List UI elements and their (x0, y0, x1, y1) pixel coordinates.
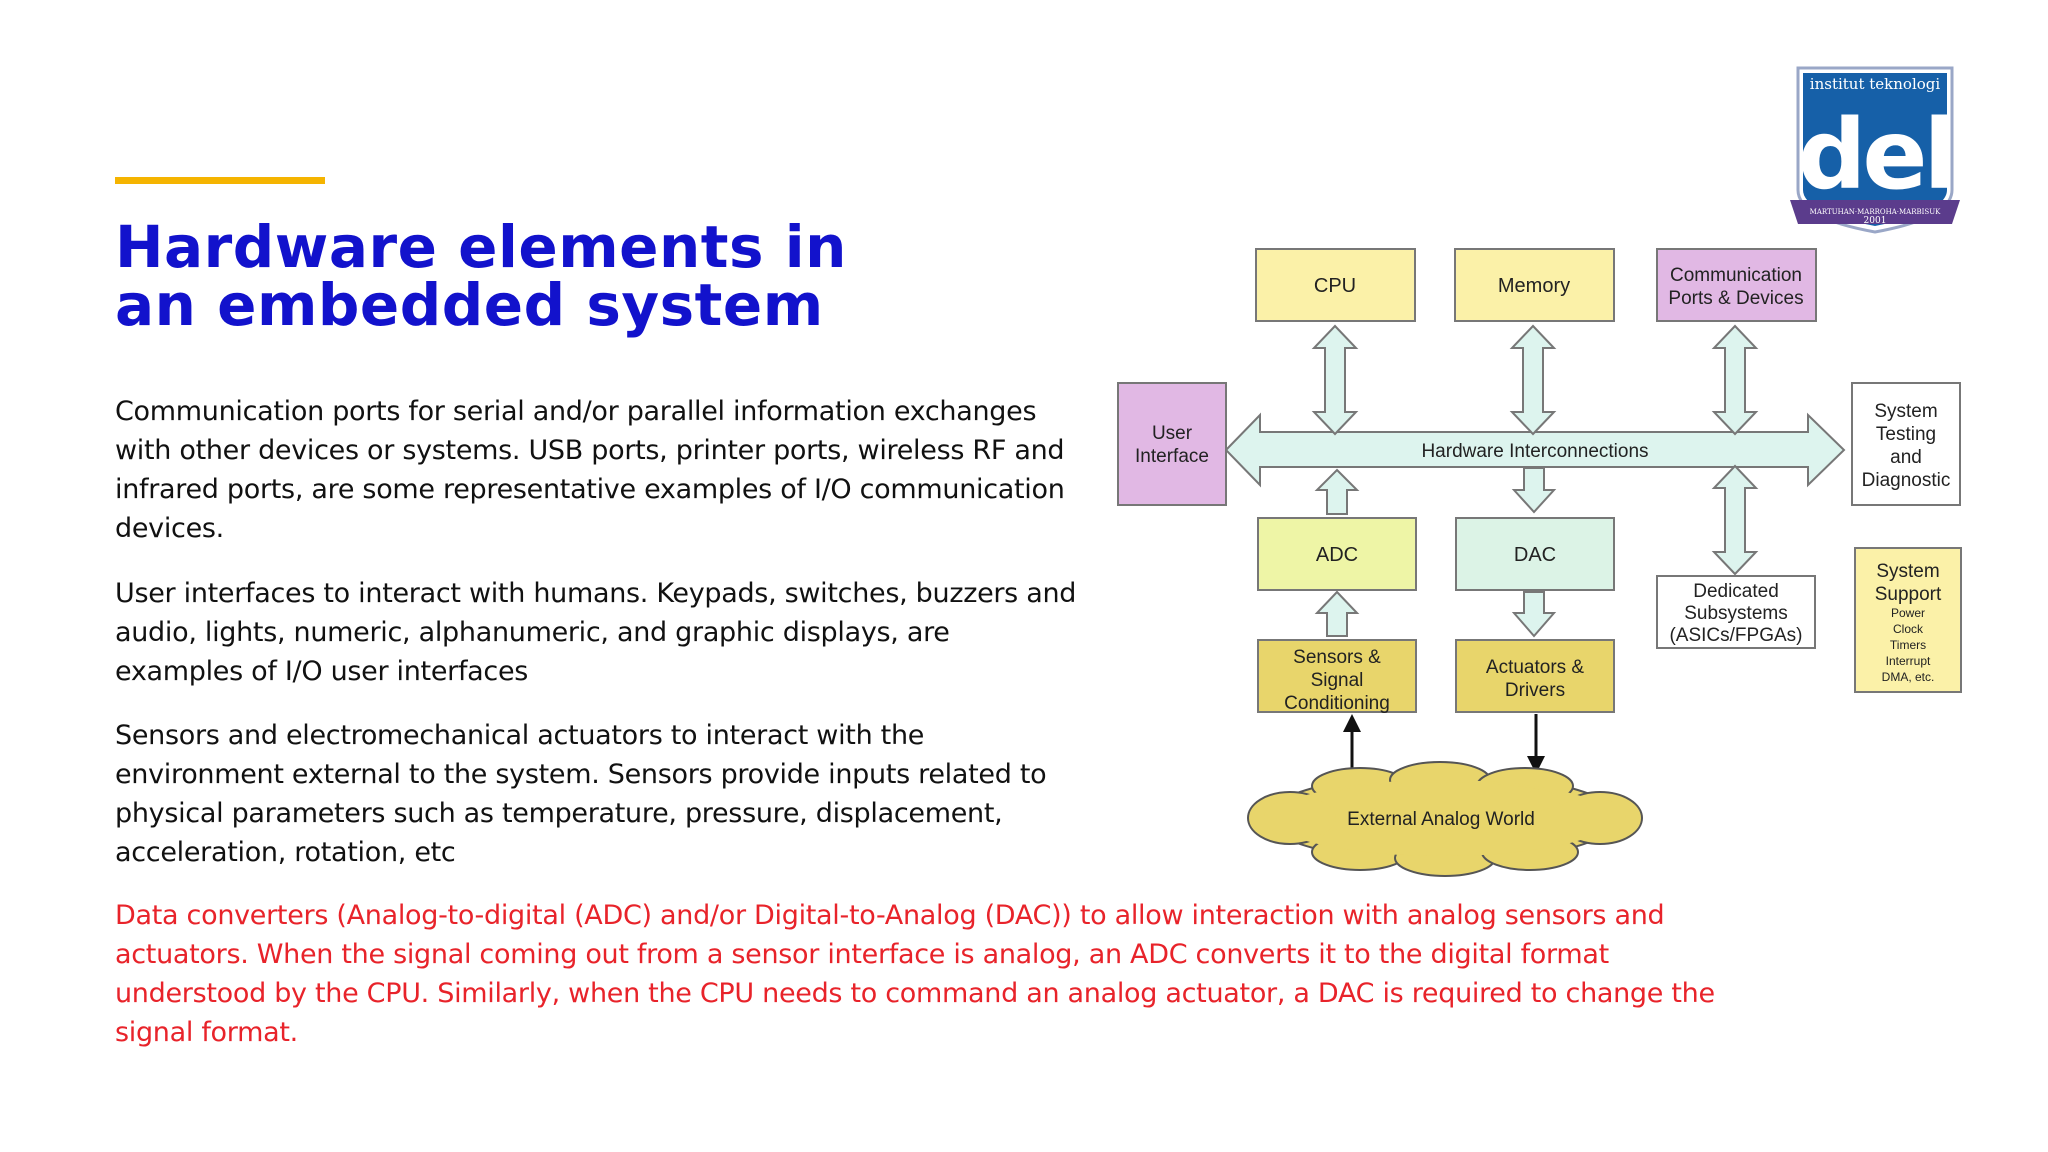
dac-to-actuators-arrow (1511, 591, 1557, 638)
slide-title: Hardware elements in an embedded system (115, 218, 895, 334)
bus-label: Hardware Interconnections (1421, 441, 1648, 462)
dedicated-label-line-3: (ASICs/FPGAs) (1669, 625, 1802, 646)
actuators-label-line-1: Actuators & (1486, 657, 1585, 678)
adc-label: ADC (1316, 544, 1358, 566)
user-interface-label-line-2: Interface (1135, 446, 1209, 467)
cpu-bus-arrow (1311, 324, 1359, 436)
dac-block (1455, 517, 1615, 591)
dedicated-bus-arrow (1711, 464, 1759, 576)
actuators-label-line-2: Drivers (1505, 680, 1565, 701)
sensors-label-line-2: Signal (1311, 670, 1364, 691)
communication-label-line-1: Communication (1670, 265, 1802, 286)
communication-label-line-2: Ports & Devices (1668, 288, 1803, 309)
system-support-item: Interrupt (1886, 654, 1931, 668)
system-support-item: Clock (1893, 622, 1924, 636)
memory-block (1454, 248, 1615, 322)
system-support-block (1854, 547, 1962, 693)
logo-year: 2001 (1864, 216, 1887, 226)
sensors-to-adc-arrow (1314, 590, 1360, 637)
paragraph-user-interfaces: User interfaces to interact with humans.… (115, 578, 1077, 687)
external-analog-world-cloud (1247, 761, 1643, 877)
logo-top-text: institut teknologi (1810, 75, 1941, 93)
system-support-item: Timers (1890, 638, 1926, 652)
memory-bus-arrow (1509, 324, 1557, 436)
title-line-1: Hardware elements in (115, 213, 847, 281)
bus-to-dac-arrow (1511, 467, 1557, 514)
paragraph-communication-ports: Communication ports for serial and/or pa… (115, 396, 1065, 544)
system-support-label-line-2: Support (1875, 584, 1942, 605)
actuators-drivers-block (1455, 639, 1615, 713)
user-interface-label-line-1: User (1152, 423, 1193, 444)
sensors-signal-conditioning-block (1257, 639, 1417, 713)
cpu-block (1255, 248, 1416, 322)
communication-ports-block (1656, 248, 1817, 322)
dedicated-label-line-1: Dedicated (1693, 581, 1779, 602)
dac-label: DAC (1514, 544, 1556, 566)
memory-label: Memory (1498, 275, 1570, 297)
sensors-label-line-1: Sensors & (1293, 647, 1381, 668)
system-support-item: DMA, etc. (1882, 670, 1935, 684)
paragraph-data-converters: Data converters (Analog-to-digital (ADC)… (115, 900, 1715, 1048)
adc-to-bus-arrow (1314, 468, 1360, 515)
hardware-interconnections-bus (1224, 412, 1846, 488)
cpu-label: CPU (1314, 275, 1356, 297)
system-testing-block (1851, 382, 1961, 506)
actuators-to-world-arrowhead (1527, 756, 1545, 774)
external-analog-world-label: External Analog World (1347, 809, 1535, 830)
title-line-2: an embedded system (115, 271, 824, 339)
dedicated-label-line-2: Subsystems (1684, 603, 1787, 624)
logo-main-text: del (1798, 99, 1953, 211)
system-testing-label-line-4: Diagnostic (1862, 470, 1951, 491)
system-support-label-line-1: System (1876, 561, 1939, 582)
system-support-item: Power (1891, 606, 1925, 620)
dedicated-subsystems-block (1656, 575, 1816, 649)
system-testing-label-line-3: and (1890, 447, 1922, 468)
user-interface-block (1117, 382, 1227, 506)
adc-block (1257, 517, 1417, 591)
title-accent-bar (115, 177, 325, 184)
logo-motto: MARTUHAN·MARROHA·MARBISUK (1810, 208, 1941, 216)
paragraph-sensors-actuators: Sensors and electromechanical actuators … (115, 720, 1047, 868)
world-to-sensors-arrowhead (1343, 714, 1361, 732)
system-testing-label-line-1: System (1874, 401, 1937, 422)
communication-bus-arrow (1711, 324, 1759, 436)
sensors-label-line-3: Conditioning (1284, 693, 1390, 714)
system-testing-label-line-2: Testing (1876, 424, 1936, 445)
